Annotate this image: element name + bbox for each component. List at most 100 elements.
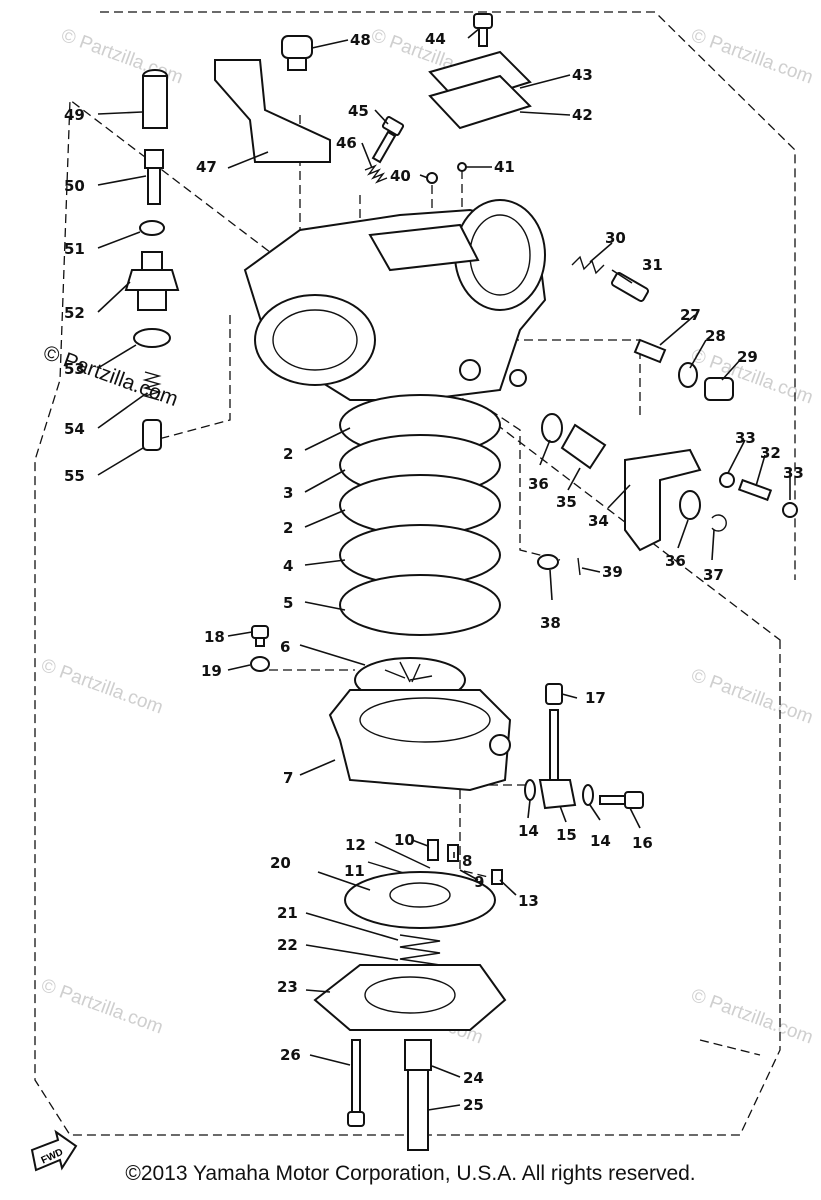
nut-33a [719, 472, 735, 488]
callout-label: 32 [760, 444, 781, 462]
callout-label: 20 [270, 854, 291, 872]
spring-46 [364, 164, 388, 184]
callout-label: 36 [528, 475, 549, 493]
callout-label: 46 [336, 134, 357, 152]
callout-label: 4 [283, 557, 293, 575]
callout-label: 38 [540, 614, 561, 632]
callout-label: 7 [283, 769, 293, 787]
watermark: © Partzilla.com [688, 665, 815, 729]
callout-label: 6 [280, 638, 290, 656]
washer-51 [139, 220, 165, 236]
callout-label: 21 [277, 904, 298, 922]
diaphragm-stack [339, 394, 501, 703]
callout-label: 5 [283, 594, 293, 612]
screw-27 [633, 338, 667, 364]
callout-label: 50 [64, 177, 85, 195]
callout-label: 31 [642, 256, 663, 274]
watermark: © Partzilla.com [38, 655, 165, 719]
screw-18 [251, 625, 269, 647]
needle-55 [142, 419, 162, 451]
screw-44 [473, 13, 493, 47]
carburetor-body [243, 199, 547, 401]
callout-label: 39 [602, 563, 623, 581]
clip-37 [711, 514, 727, 532]
watermark: © Partzilla.com [38, 975, 165, 1039]
pin-12 [374, 841, 431, 869]
callout-label: 37 [703, 566, 724, 584]
callout-label: 8 [462, 852, 472, 870]
callout-label: 35 [556, 493, 577, 511]
callout-label: 23 [277, 978, 298, 996]
callout-label: 51 [64, 240, 85, 258]
callout-label: 25 [463, 1096, 484, 1114]
callout-label: 2 [283, 519, 293, 537]
callout-labels: 2 3 2 4 5 6 7 8 9 10 11 12 13 14 15 14 1… [64, 30, 804, 1114]
callout-label: 42 [572, 106, 593, 124]
cap-29 [704, 377, 734, 401]
watermark: © Partzilla.com [688, 985, 815, 1049]
callout-label: 17 [585, 689, 606, 707]
callout-label: 53 [64, 360, 85, 378]
callout-label: 19 [201, 662, 222, 680]
callout-label: 49 [64, 106, 85, 124]
lever-17 [545, 683, 563, 783]
tube-49 [142, 69, 168, 129]
callout-label: 26 [280, 1046, 301, 1064]
copyright-notice: ©2013 Yamaha Motor Corporation, U.S.A. A… [125, 1162, 696, 1185]
pump-body-7 [328, 689, 512, 792]
callout-label: 18 [204, 628, 225, 646]
callout-label: 41 [494, 158, 515, 176]
screw-31 [611, 272, 649, 302]
screw-26 [347, 1039, 365, 1127]
callout-label: 14 [518, 822, 539, 840]
part-40 [426, 172, 438, 184]
callout-label: 3 [283, 484, 293, 502]
callout-label: 47 [196, 158, 217, 176]
callout-label: 28 [705, 327, 726, 345]
bolt-16 [599, 791, 644, 809]
callout-label: 55 [64, 467, 85, 485]
washer-36b [679, 490, 701, 520]
shaft-32 [737, 478, 773, 502]
callout-label: 16 [632, 834, 653, 852]
callout-label: 44 [425, 30, 446, 48]
callout-label: 11 [344, 862, 365, 880]
callout-label: 33 [783, 464, 804, 482]
cover-23 [313, 964, 507, 1031]
callout-label: 15 [556, 826, 577, 844]
fitting-24 [404, 1039, 432, 1151]
seat-52 [124, 251, 180, 311]
spring-54 [142, 371, 162, 401]
gasket-42 [428, 74, 532, 130]
callout-label: 48 [350, 31, 371, 49]
fitting-15 [538, 779, 577, 810]
callout-label: 54 [64, 420, 85, 438]
leader-lines [97, 27, 791, 1111]
callout-label: 13 [518, 892, 539, 910]
callout-label: 43 [572, 66, 593, 84]
screw-13 [491, 869, 503, 885]
callout-label: 27 [680, 306, 701, 324]
callout-label: 10 [394, 831, 415, 849]
washer-36a [541, 413, 563, 443]
plug-48 [281, 35, 313, 71]
callout-label: 34 [588, 512, 609, 530]
part-41 [457, 162, 467, 172]
assembly-boundary [34, 11, 796, 1136]
diaphragm-20 [344, 871, 496, 929]
needle-50 [144, 149, 164, 205]
callout-label: 9 [474, 873, 484, 891]
washer-14b [582, 784, 594, 806]
callout-label: 22 [277, 936, 298, 954]
part-8 [447, 844, 459, 862]
pin-39 [577, 557, 581, 576]
callout-label: 40 [390, 167, 411, 185]
callout-label: 30 [605, 229, 626, 247]
callout-label: 36 [665, 552, 686, 570]
callout-label: 52 [64, 304, 85, 322]
roller-35 [560, 423, 607, 470]
callout-label: 33 [735, 429, 756, 447]
callout-label: 24 [463, 1069, 484, 1087]
nut-33b [782, 502, 798, 518]
callout-label: 29 [737, 348, 758, 366]
